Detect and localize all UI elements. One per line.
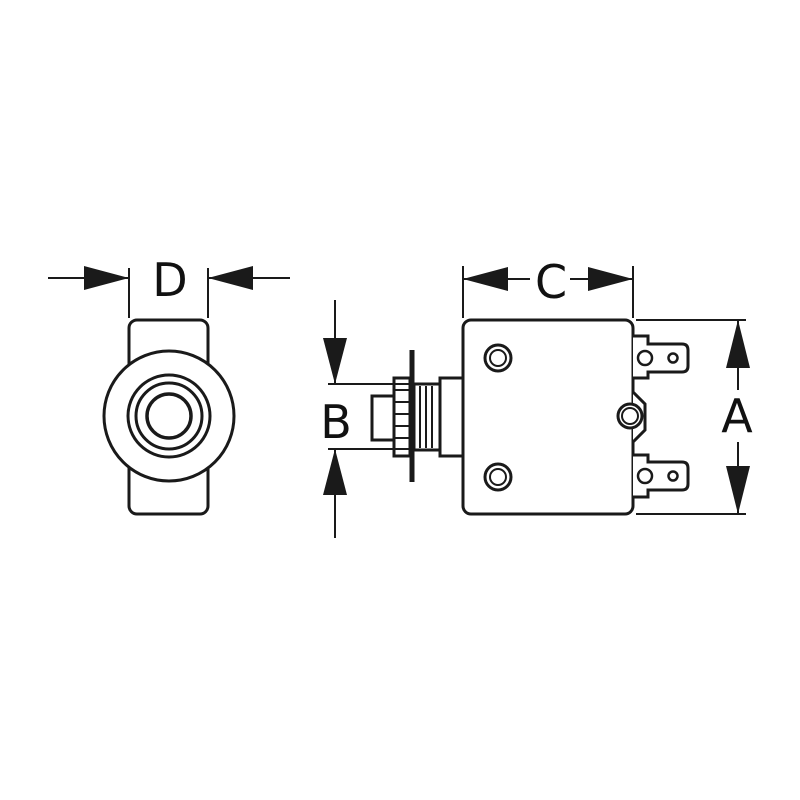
label-c: C (535, 255, 567, 309)
side-view (370, 318, 690, 516)
label-d: D (152, 253, 187, 307)
front-view (102, 318, 236, 516)
label-b: B (320, 395, 352, 449)
dimension-a (636, 319, 750, 515)
dimension-b (323, 300, 412, 538)
dimension-c (462, 266, 634, 318)
label-a: A (721, 389, 753, 443)
dimension-d (48, 266, 290, 318)
